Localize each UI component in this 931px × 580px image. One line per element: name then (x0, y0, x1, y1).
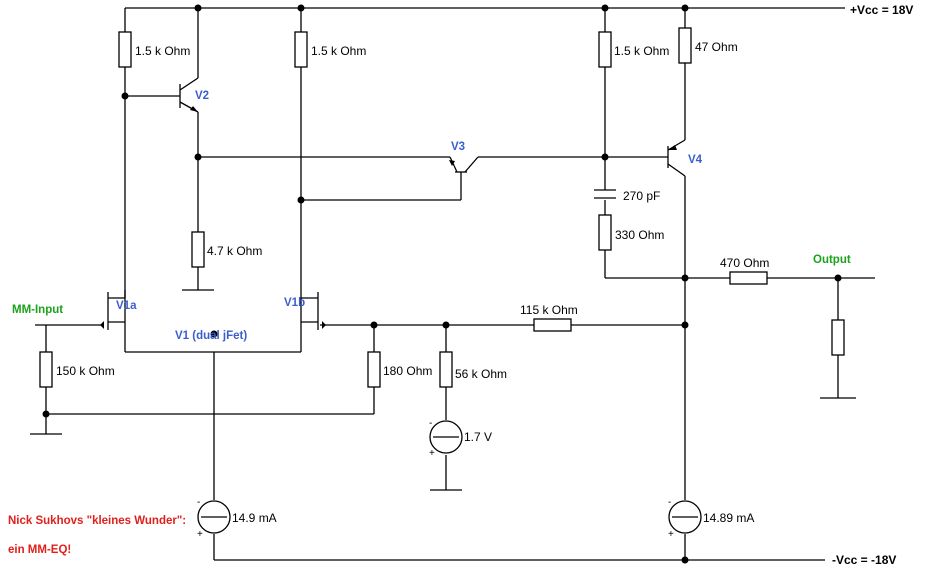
note-line-1: Nick Sukhovs "kleines Wunder": (8, 515, 186, 527)
svg-text:-: - (668, 497, 671, 508)
label-v1b: V1b (284, 297, 305, 309)
label-r8: 115 k Ohm (520, 303, 578, 317)
label-v1a: V1a (116, 300, 137, 312)
bjt-v2 (179, 77, 199, 113)
label-r6: 330 Ohm (615, 228, 664, 242)
label-v4: V4 (688, 154, 703, 166)
svg-text:+: + (668, 529, 674, 540)
label-r5: 4.7 k Ohm (207, 244, 262, 258)
svg-text:-: - (197, 497, 200, 508)
label-v3: V3 (451, 141, 465, 153)
label-r4: 47 Ohm (695, 40, 738, 54)
label-v2: V2 (195, 90, 209, 102)
label-r11: 56 k Ohm (455, 367, 507, 381)
label-r10: 180 Ohm (383, 364, 432, 378)
vcc-pos-label: +Vcc = 18V (850, 3, 913, 17)
current-source-i2: - + (668, 497, 702, 540)
svg-text:-: - (429, 418, 432, 429)
label-r2: 1.5 k Ohm (311, 44, 366, 58)
junction-dots (42, 4, 842, 564)
bjt-v3 (449, 156, 479, 173)
label-v-bias: 1.7 V (464, 430, 492, 444)
label-capacitor: 270 pF (623, 189, 660, 203)
bjt-v4 (667, 139, 686, 177)
jfet-v1a (100, 290, 126, 330)
svg-text:+: + (429, 448, 435, 459)
label-r1: 1.5 k Ohm (135, 44, 190, 58)
jfet-v1b (301, 292, 326, 330)
svg-text:+: + (197, 529, 203, 540)
label-i2: 14.89 mA (703, 511, 754, 525)
current-source-i1: - + (197, 497, 231, 540)
label-v1: V1 (dual jFet) (175, 330, 247, 342)
label-r3: 1.5 k Ohm (614, 44, 669, 58)
resistors (39, 27, 845, 388)
note-line-2: ein MM-EQ! (8, 544, 71, 556)
vcc-neg-label: -Vcc = -18V (832, 553, 896, 567)
label-output: Output (813, 254, 851, 266)
label-mm-input: MM-Input (12, 304, 63, 316)
voltage-source-1v7: - + (429, 418, 463, 459)
label-i1: 14.9 mA (232, 511, 277, 525)
label-r7: 470 Ohm (720, 256, 769, 270)
label-r9: 150 k Ohm (56, 364, 115, 378)
capacitor-270pf (594, 189, 616, 199)
